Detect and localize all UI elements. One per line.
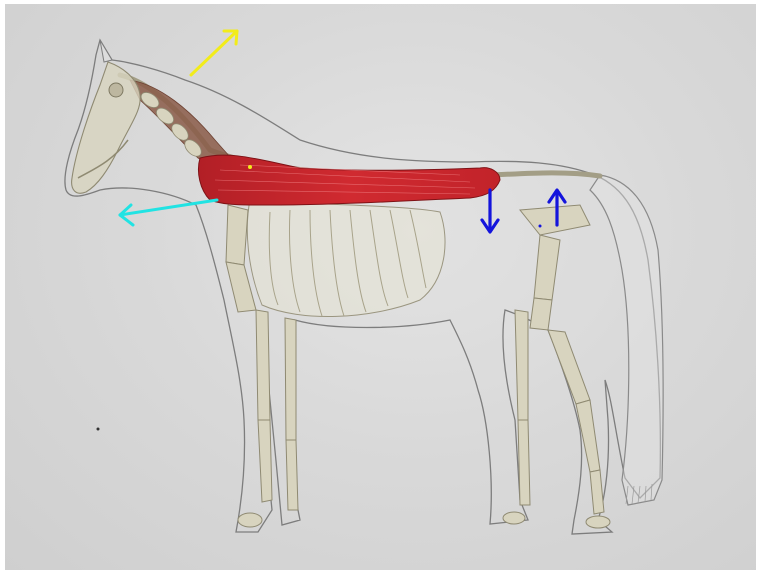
yellow-arrow [191,31,237,75]
marker-dot-pelvis [539,225,542,228]
eye-socket [109,83,123,97]
stray-dot [97,428,100,431]
marker-dot-neck [248,165,252,169]
rib-cage [247,200,445,316]
